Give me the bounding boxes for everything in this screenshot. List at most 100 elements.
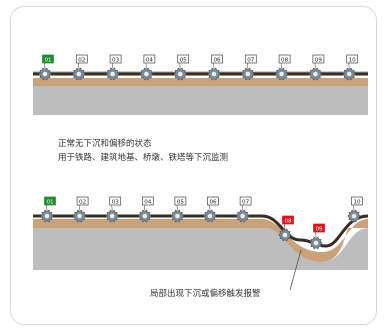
sensor-tag-box <box>177 54 190 64</box>
soil-layer <box>33 78 368 86</box>
ground-slab <box>33 85 368 115</box>
sensor-core <box>177 71 183 77</box>
tag-leader <box>78 204 80 211</box>
tag-leader <box>111 62 113 69</box>
sensor-core <box>211 71 217 77</box>
sensor-tag-label: 01 <box>46 199 54 205</box>
sensor-tag-label: 02 <box>78 57 85 63</box>
soil-layer <box>33 219 368 262</box>
callout-leader <box>289 249 302 291</box>
sensor-node-07: 07 <box>241 54 257 81</box>
sensor-core <box>77 213 82 219</box>
sensor-node-01: 01 <box>38 54 54 81</box>
alarm-callout-text: 局部出现下沉或偏移触发报警 <box>150 289 261 299</box>
sensor-tag-label: 10 <box>353 199 361 205</box>
tag-leader <box>78 62 80 69</box>
sensor-tag-box <box>346 54 359 64</box>
sensor-tag-box <box>174 196 187 206</box>
sensor-tag-box <box>143 54 156 64</box>
tag-leader <box>213 62 215 69</box>
tag-leader <box>144 204 146 211</box>
sensor-tag-label: 06 <box>209 199 217 205</box>
sensor-tag-label: 08 <box>284 218 292 224</box>
sensor-core <box>42 71 48 77</box>
tag-leader <box>241 204 243 211</box>
tag-leader <box>315 231 317 238</box>
sensor-tag-box <box>141 196 154 206</box>
sensor-core <box>351 213 357 219</box>
sensor-tag-label: 05 <box>180 57 188 63</box>
caption-line-1: 正常无下沉和偏移的状态 <box>58 139 152 149</box>
sensor-tag-box <box>109 54 122 64</box>
tag-leader <box>145 62 147 69</box>
sensor-tag-box <box>42 54 54 64</box>
sensor-node-04: 04 <box>139 54 156 81</box>
sensor-node-05: 05 <box>170 196 187 223</box>
sensor-core <box>240 213 245 219</box>
tag-leader <box>348 62 350 69</box>
tag-leader <box>284 223 286 230</box>
sensor-node-06: 06 <box>203 196 219 223</box>
scene-normal: 01 02 03 04 05 06 07 08 09 10 <box>33 54 368 115</box>
tag-leader <box>247 62 249 69</box>
sensor-tag-box <box>109 196 122 206</box>
sensor-tag-label: 04 <box>144 199 152 205</box>
sensor-core <box>245 71 251 77</box>
sensor-tag-label: 01 <box>44 57 52 63</box>
normal-state-caption: 正常无下沉和偏移的状态 用于铁路、建筑地基、桥墩、铁塔等下沉监测 <box>58 137 228 165</box>
sensor-tag-box <box>239 196 252 206</box>
sensor-core <box>282 232 288 238</box>
sensor-node-09: 09 <box>308 54 325 81</box>
sensor-tag-label: 06 <box>213 57 221 63</box>
sensor-tag-label: 10 <box>349 57 357 63</box>
tag-leader <box>209 204 211 211</box>
sensor-core <box>142 213 148 219</box>
tag-leader <box>46 204 48 211</box>
sensor-node-02: 02 <box>72 196 89 223</box>
sensor-tag-box <box>76 196 89 206</box>
sensor-tag-label: 09 <box>315 57 323 63</box>
sensor-tag-label: 02 <box>79 199 86 205</box>
caption-line-2: 用于铁路、建筑地基、桥墩、铁塔等下沉监测 <box>58 153 229 163</box>
sensor-node-06: 06 <box>207 54 223 81</box>
tag-leader <box>314 62 316 69</box>
sensor-tag-box <box>278 54 291 64</box>
sensor-core <box>313 71 318 77</box>
sensor-tag-label: 05 <box>177 199 185 205</box>
sensor-tag-box <box>211 54 223 64</box>
sensor-node-02: 02 <box>72 54 88 81</box>
sensor-node-01: 01 <box>40 196 56 223</box>
sensor-tag-box <box>351 196 363 206</box>
sensor-core <box>279 71 284 77</box>
sensor-node-08: 08 <box>274 54 291 81</box>
sensor-tag-label: 07 <box>247 57 255 63</box>
ground-slab <box>33 228 368 270</box>
sensor-tag-label: 08 <box>281 57 289 63</box>
sensor-core <box>110 71 115 77</box>
sensor-core <box>207 213 213 219</box>
sensor-core <box>175 213 180 219</box>
sensor-core <box>313 240 319 246</box>
sensor-tag-label: 04 <box>146 57 154 63</box>
sensor-core <box>346 71 352 77</box>
sensor-node-10: 10 <box>342 54 359 81</box>
sensor-tag-box <box>313 223 325 233</box>
sensor-node-05: 05 <box>173 54 190 81</box>
sensor-tag-box <box>244 54 257 64</box>
sensor-node-10: 10 <box>347 196 363 223</box>
tag-leader <box>176 204 178 211</box>
sensor-core <box>144 71 149 77</box>
sensor-tag-box <box>44 196 56 206</box>
sensor-core <box>109 213 115 219</box>
sensor-tag-box <box>207 196 219 206</box>
tag-leader <box>44 62 46 69</box>
sensor-tag-label: 03 <box>112 57 120 63</box>
tag-leader <box>353 204 355 211</box>
sensor-tag-label: 03 <box>112 199 120 205</box>
sensor-node-03: 03 <box>105 54 122 81</box>
sensor-node-04: 04 <box>138 196 154 223</box>
sensor-tag-box <box>282 215 294 225</box>
